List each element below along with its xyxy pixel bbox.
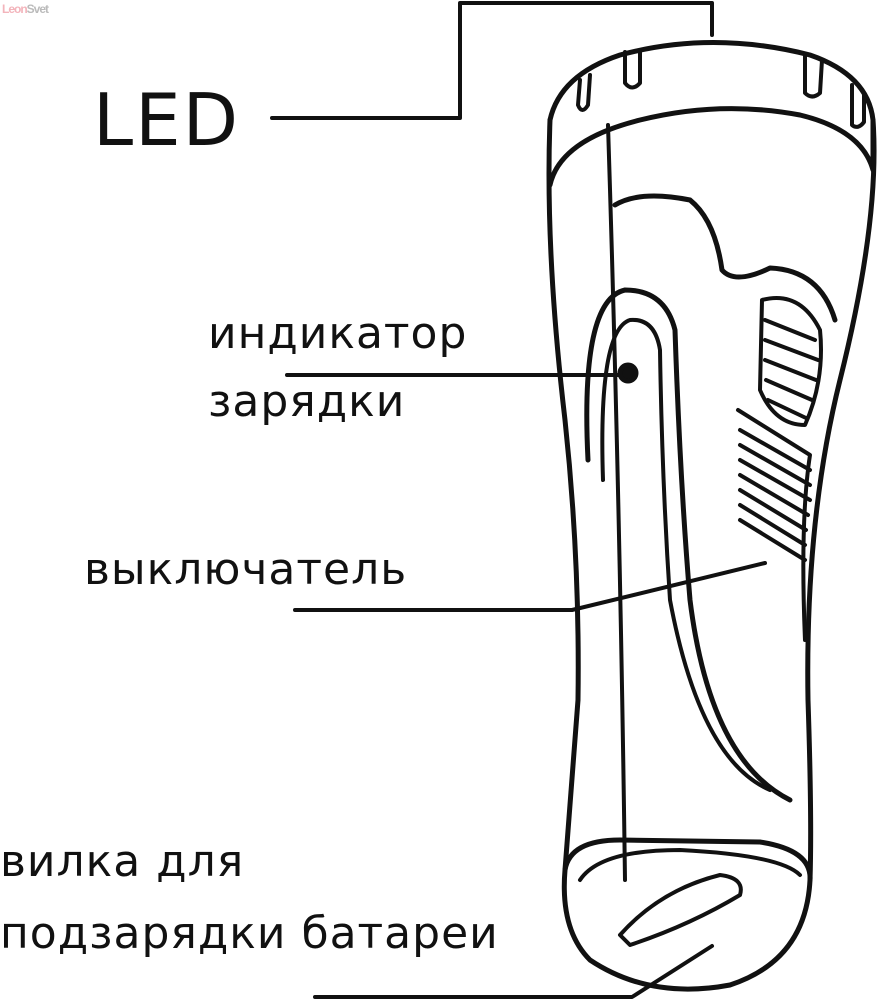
switch-ridges — [738, 428, 812, 562]
top-grip — [612, 193, 838, 323]
watermark-part1: Leon — [2, 2, 28, 16]
vent-grille — [758, 296, 823, 427]
indicator-label-line1: индикатор — [208, 308, 468, 359]
indicator-label-line2: зарядки — [208, 376, 406, 427]
bottom-inner — [578, 848, 802, 882]
led-label: LED — [93, 78, 241, 162]
outer-loop — [584, 287, 793, 803]
head-rim — [547, 40, 876, 163]
led-leader-line — [270, 1, 714, 120]
plug-label-line2: подзарядки батареи — [0, 908, 499, 959]
switch-label: выключатель — [84, 544, 408, 595]
plug-leader-line — [313, 944, 714, 999]
indicator-dot — [617, 362, 639, 384]
side-seam — [606, 123, 627, 882]
bottom-cap — [561, 837, 813, 992]
charging-plug — [618, 873, 743, 947]
watermark-part2: Svet — [26, 2, 49, 16]
body-left-edge — [546, 117, 581, 873]
watermark-logo: LeonSvet — [2, 2, 49, 16]
head-band — [547, 106, 876, 188]
body-right-edge — [805, 117, 877, 883]
plug-label-line1: вилка для — [0, 836, 245, 887]
switch-leader-line — [293, 561, 767, 612]
head-notches — [576, 48, 866, 129]
inner-loop — [600, 317, 772, 792]
